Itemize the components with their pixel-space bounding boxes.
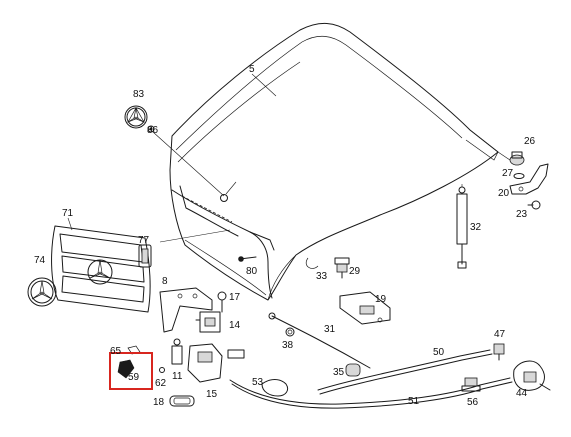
callout-18[interactable]: 18 [153, 397, 165, 408]
screw-80[interactable] [238, 256, 257, 262]
callout-77[interactable]: 77 [138, 235, 150, 246]
washer-27[interactable] [513, 173, 525, 179]
callout-44[interactable]: 44 [516, 388, 528, 399]
callout-51[interactable]: 51 [408, 396, 420, 407]
callout-53[interactable]: 53 [252, 377, 264, 388]
callout-19[interactable]: 19 [375, 294, 387, 305]
hinge-bumper-26[interactable] [509, 151, 525, 166]
callout-labels: 5 83 86 26 27 20 23 32 71 77 80 33 29 74 8 17 19 14 31 47 65… [34, 64, 536, 408]
lock-assembly-15[interactable] [187, 343, 223, 383]
grommet-38[interactable] [285, 327, 295, 337]
callout-29[interactable]: 29 [349, 266, 361, 277]
callout-8[interactable]: 8 [162, 276, 168, 287]
callout-35[interactable]: 35 [333, 367, 345, 378]
grommet-35[interactable] [345, 363, 361, 377]
callout-32[interactable]: 32 [470, 222, 482, 233]
hood-panel[interactable] [169, 23, 499, 301]
callout-74[interactable]: 74 [34, 255, 46, 266]
seal-33[interactable] [305, 257, 319, 269]
highlighted-part-59[interactable] [109, 352, 153, 390]
lock-hook-11[interactable] [171, 338, 183, 365]
callout-26[interactable]: 26 [524, 136, 536, 147]
cable-clip[interactable] [227, 349, 245, 359]
release-handle-44[interactable] [513, 360, 551, 391]
callout-38[interactable]: 38 [282, 340, 294, 351]
callout-15[interactable]: 15 [206, 389, 218, 400]
hood-lock-14[interactable] [195, 311, 221, 333]
clip-77[interactable] [138, 244, 152, 268]
callout-80[interactable]: 80 [246, 266, 258, 277]
hinge-bracket-20[interactable] [509, 163, 549, 195]
cable-51[interactable] [229, 377, 513, 409]
callout-20[interactable]: 20 [498, 188, 510, 199]
release-cable-31[interactable] [268, 312, 371, 369]
hood-star-emblem[interactable] [124, 105, 148, 129]
callout-33[interactable]: 33 [316, 271, 328, 282]
callout-5[interactable]: 5 [249, 64, 255, 75]
cable-end-53[interactable] [261, 379, 289, 397]
bolt-17[interactable] [217, 291, 227, 313]
callout-31[interactable]: 31 [324, 324, 336, 335]
highlight-box [109, 352, 153, 390]
callout-62[interactable]: 62 [155, 378, 167, 389]
emblem-grommet[interactable] [147, 125, 155, 133]
callout-27[interactable]: 27 [502, 168, 514, 179]
lock-bracket-8[interactable] [159, 287, 213, 333]
callout-23[interactable]: 23 [516, 209, 528, 220]
buffer-29[interactable] [334, 257, 350, 279]
clip-47[interactable] [493, 343, 505, 361]
radiator-grille[interactable] [51, 225, 151, 313]
front-star-emblem[interactable] [27, 277, 57, 307]
handle-18[interactable] [169, 395, 195, 407]
bolt-23[interactable] [527, 200, 541, 210]
callout-11[interactable]: 11 [172, 371, 183, 382]
callout-17[interactable]: 17 [229, 292, 241, 303]
callout-86[interactable]: 86 [147, 125, 159, 136]
callout-47[interactable]: 47 [494, 329, 506, 340]
gas-strut[interactable] [456, 184, 468, 269]
washer-62[interactable] [159, 367, 165, 373]
callout-14[interactable]: 14 [229, 320, 241, 331]
callout-59[interactable]: 59 [128, 372, 140, 383]
cable-50[interactable] [317, 349, 493, 395]
callout-65[interactable]: 65 [110, 346, 122, 357]
callout-56[interactable]: 56 [467, 397, 479, 408]
clip-56[interactable] [461, 377, 481, 392]
latch-box-19[interactable] [339, 291, 391, 325]
callout-71[interactable]: 71 [62, 208, 74, 219]
callout-50[interactable]: 50 [433, 347, 445, 358]
callout-83[interactable]: 83 [133, 89, 145, 100]
